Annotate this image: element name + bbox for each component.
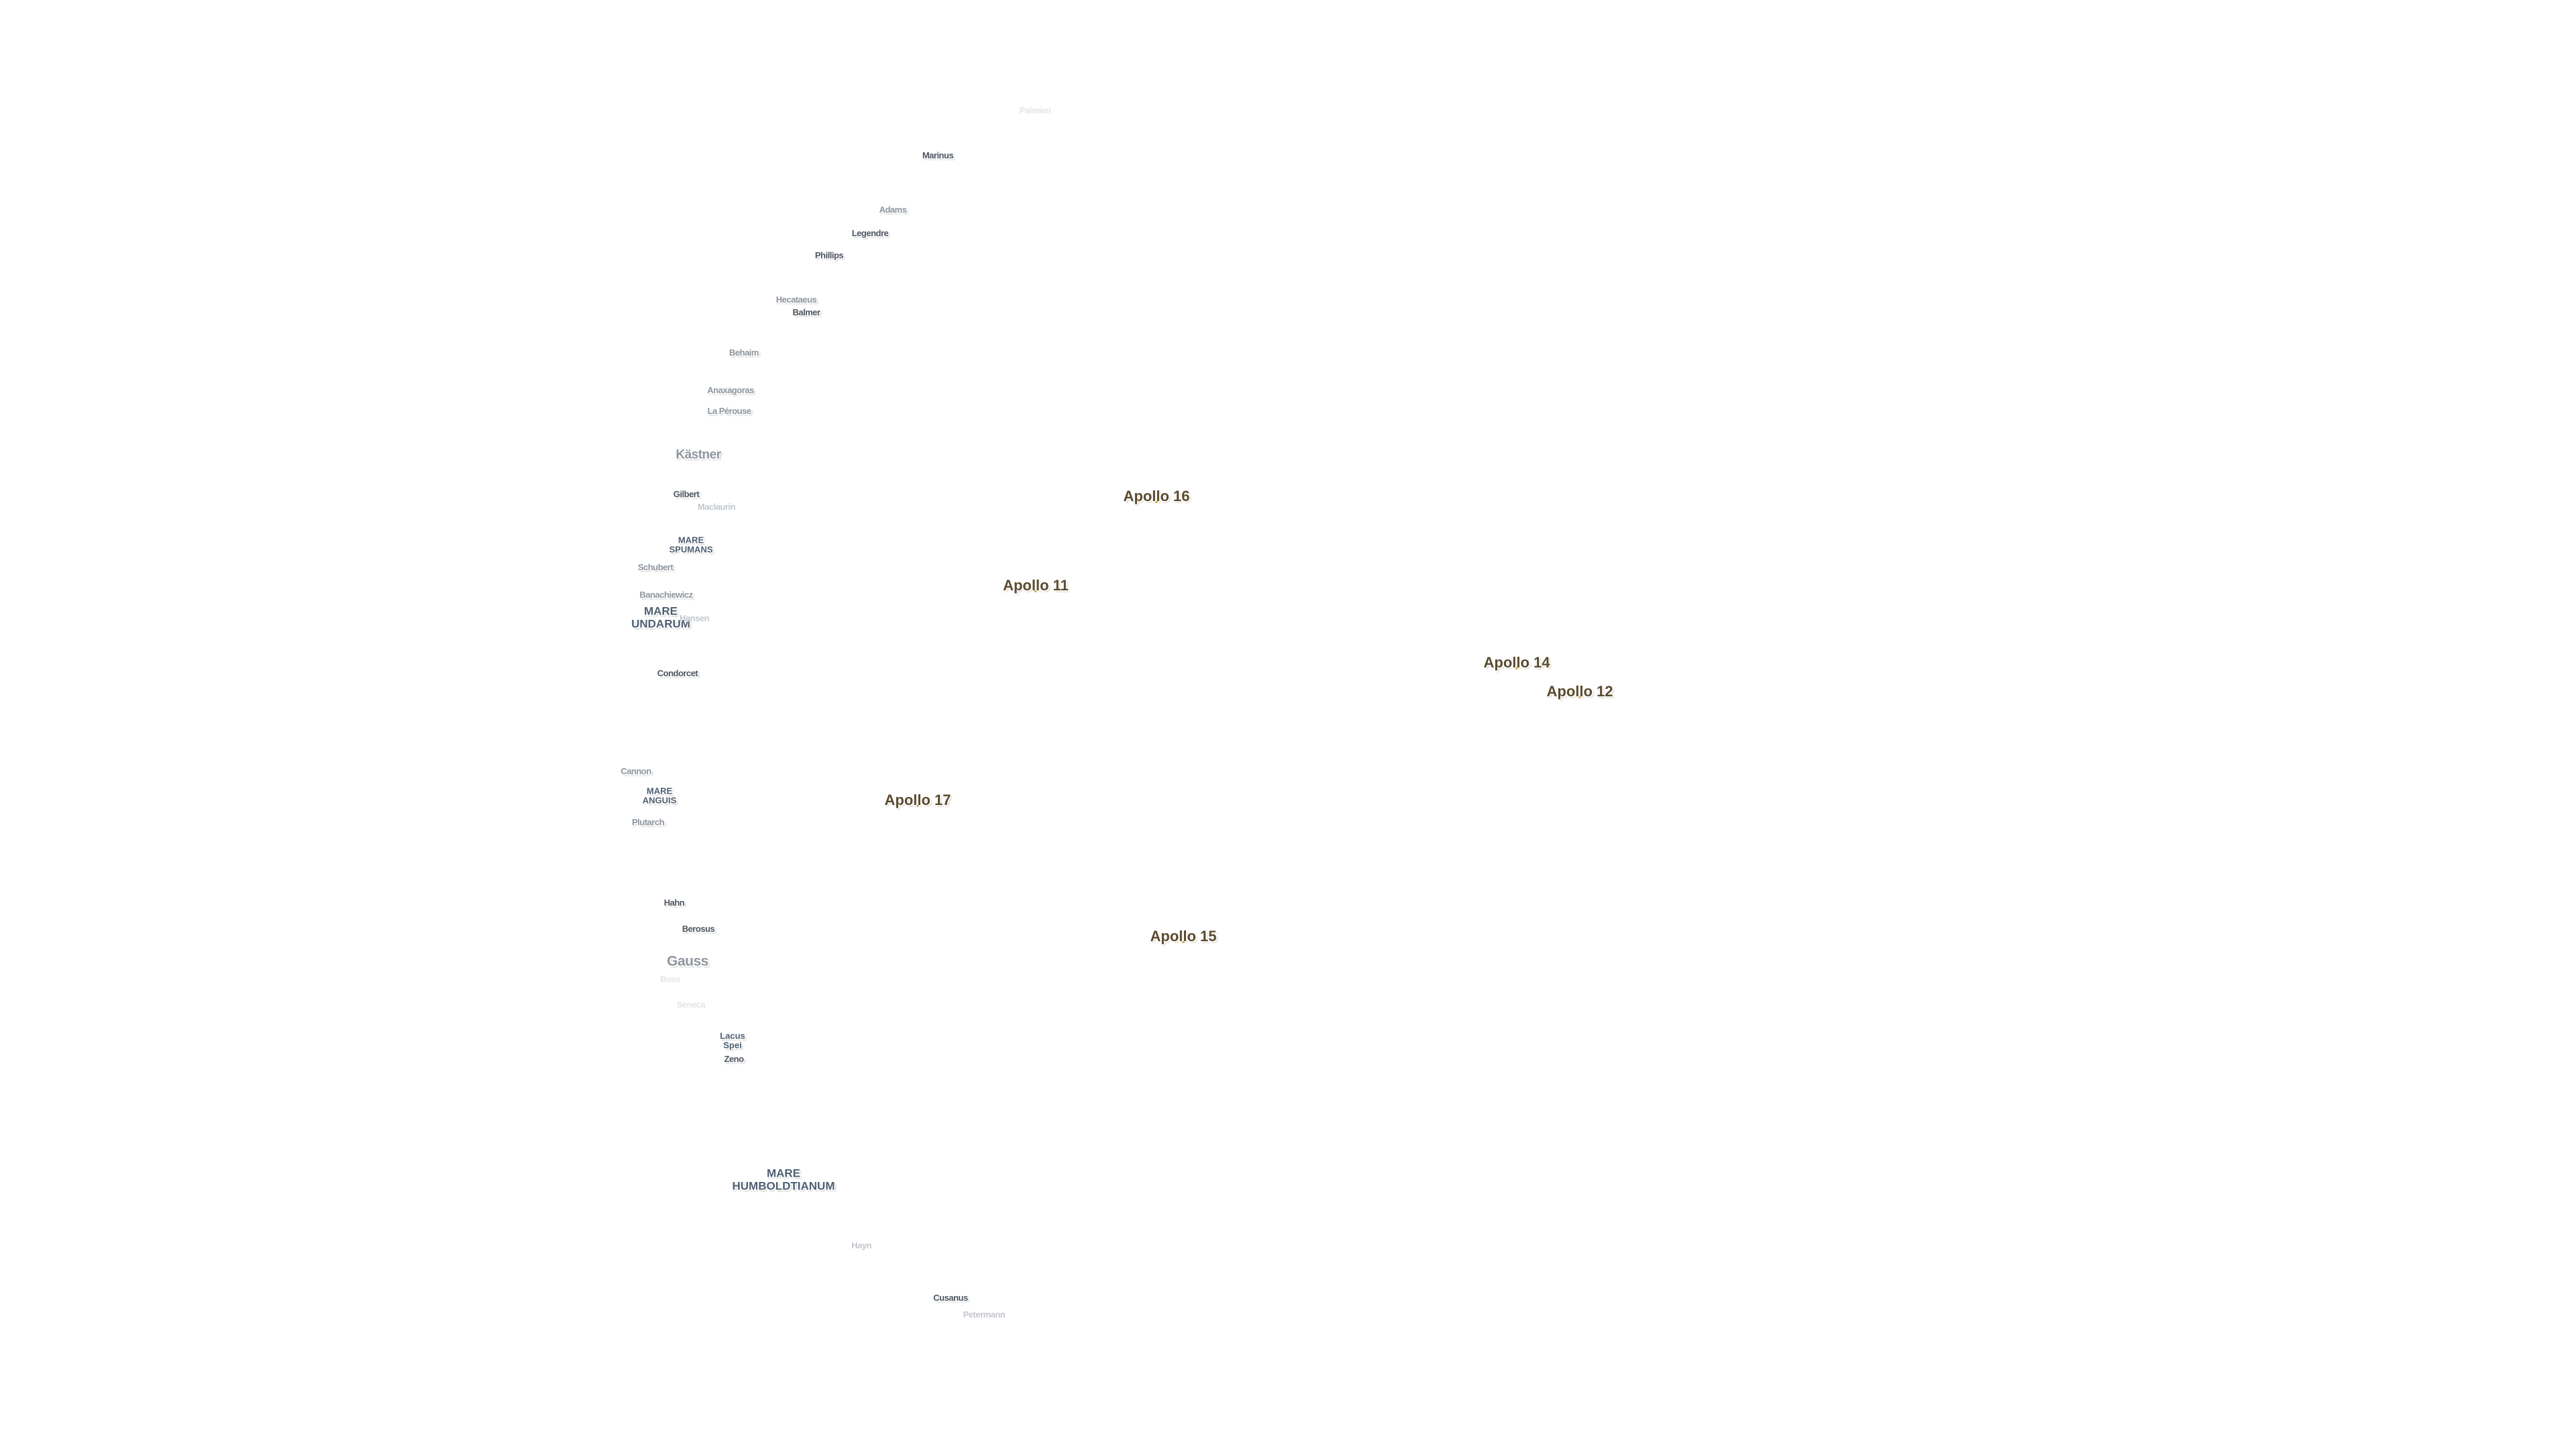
feature-label-plutarch[interactable]: Plutarch <box>631 816 665 827</box>
feature-label-k-stner[interactable]: Kästner <box>676 447 721 462</box>
landing-site-label: Apollo 15 <box>1150 927 1217 945</box>
feature-label-marinus[interactable]: Marinus <box>922 150 954 160</box>
landing-site-label: Apollo 11 <box>1003 576 1069 594</box>
landing-site-marker-icon <box>1182 941 1185 944</box>
landing-site-marker-icon <box>1155 501 1158 504</box>
feature-label-lacus-spei[interactable]: Lacus Spei <box>720 1030 745 1051</box>
landing-site-label: Apollo 17 <box>884 791 951 808</box>
feature-label-condorcet[interactable]: Condorcet <box>657 667 698 678</box>
landing-site-apollo-16[interactable]: Apollo 16 <box>1123 488 1189 504</box>
landing-site-marker-icon <box>1578 696 1581 699</box>
feature-label-gauss[interactable]: Gauss <box>667 953 708 969</box>
feature-label-berosus[interactable]: Berosus <box>682 923 715 934</box>
feature-label-hansen[interactable]: Hansen <box>680 612 709 623</box>
feature-label-seneca[interactable]: Seneca <box>676 999 706 1010</box>
feature-label-schubert[interactable]: Schubert <box>637 561 674 572</box>
feature-label-adams[interactable]: Adams <box>879 204 907 215</box>
feature-label-zeno[interactable]: Zeno <box>724 1053 744 1064</box>
feature-label-hayn[interactable]: Hayn <box>851 1240 871 1250</box>
feature-label-palmieri[interactable]: Palmieri <box>1019 105 1051 115</box>
feature-label-anaxagoras[interactable]: Anaxagoras <box>707 384 754 395</box>
landing-site-marker-icon <box>1034 590 1037 593</box>
feature-label-balmer[interactable]: Balmer <box>792 307 820 317</box>
feature-label-petermann[interactable]: Petermann <box>963 1309 1006 1320</box>
feature-label-mare-anguis[interactable]: MARE ANGUIS <box>642 786 677 806</box>
feature-label-cannon[interactable]: Cannon <box>621 765 651 776</box>
landing-site-apollo-14[interactable]: Apollo 14 <box>1483 653 1550 671</box>
feature-label-hecataeus[interactable]: Hecataeus <box>775 294 817 305</box>
feature-label-gilbert[interactable]: Gilbert <box>673 488 700 499</box>
landing-site-apollo-15[interactable]: Apollo 15 <box>1150 928 1216 945</box>
landing-site-apollo-11[interactable]: Apollo 11 <box>1003 576 1069 594</box>
feature-label-mare-undarum[interactable]: MARE UNDARUM <box>631 604 690 630</box>
landing-site-label: Apollo 12 <box>1546 682 1613 700</box>
landing-site-label: Apollo 14 <box>1483 653 1550 671</box>
feature-label-mare-spumans[interactable]: MARE SPUMANS <box>669 535 713 555</box>
feature-label-legendre[interactable]: Legendre <box>851 227 889 238</box>
feature-label-cusanus[interactable]: Cusanus <box>933 1292 968 1303</box>
landing-site-apollo-17[interactable]: Apollo 17 <box>884 792 951 808</box>
feature-label-maclaurin[interactable]: Maclaurin <box>697 501 736 512</box>
landing-site-apollo-12[interactable]: Apollo 12 <box>1546 682 1613 700</box>
feature-label-phillips[interactable]: Phillips <box>814 250 844 260</box>
feature-label-hahn[interactable]: Hahn <box>663 897 685 908</box>
feature-label-behaim[interactable]: Behaim <box>729 347 759 358</box>
feature-label-mare-humboldtianum[interactable]: MARE HUMBOLDTIANUM <box>732 1167 835 1192</box>
landing-site-label: Apollo 16 <box>1123 487 1190 504</box>
feature-label-banachiewicz[interactable]: Banachiewicz <box>639 589 693 600</box>
landing-site-marker-icon <box>1515 667 1518 670</box>
landing-site-marker-icon <box>916 805 919 808</box>
feature-label-boss[interactable]: Boss <box>660 973 680 984</box>
feature-label-la-p-rouse[interactable]: La Pérouse <box>707 405 751 416</box>
